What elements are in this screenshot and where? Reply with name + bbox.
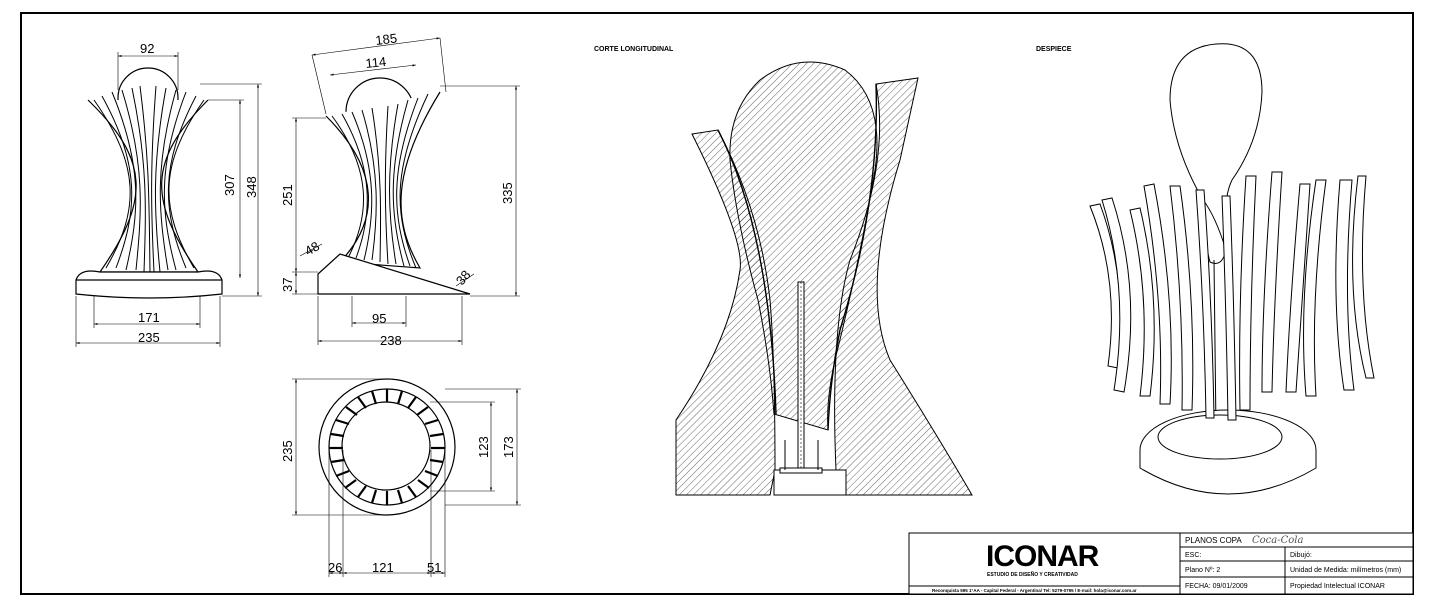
dim-side-base-total: 238 — [380, 333, 402, 348]
dim-front-base-inner: 171 — [138, 310, 160, 325]
plan-view — [318, 378, 456, 516]
dim-plan-mid-diameter: 173 — [501, 436, 516, 458]
dim-plan-inner-diameter: 123 — [476, 436, 491, 458]
title-block — [908, 532, 1414, 595]
dim-front-top: 92 — [140, 41, 154, 56]
exploded-view-title: DESPIECE — [1036, 46, 1072, 53]
front-dimension-lines — [75, 52, 262, 347]
dim-side-top-inner: 114 — [365, 54, 387, 71]
dim-side-base-inner: 95 — [372, 311, 386, 326]
exploded-view — [1089, 43, 1375, 495]
dim-front-base-total: 235 — [138, 330, 160, 345]
plan-title: PLANOS COPA — [1185, 536, 1242, 545]
dim-plan-diameter: 235 — [280, 440, 295, 462]
scale-label: ESC: — [1185, 552, 1201, 559]
front-view — [75, 67, 223, 299]
side-view — [317, 77, 471, 295]
plan-number: Plano Nº: 2 — [1185, 567, 1220, 574]
brand-signature: Coca-Cola — [1252, 535, 1303, 546]
section-view — [675, 61, 973, 496]
dim-side-angle-left: 48 — [302, 238, 322, 258]
drawn-label: Dibujó: — [1290, 552, 1312, 559]
plan-dimension-lines — [292, 378, 521, 577]
dim-side-total-height: 335 — [500, 182, 515, 204]
dim-side-top-outer: 185 — [375, 30, 398, 48]
dim-side-body-height: 251 — [280, 184, 295, 206]
drawing-frame — [20, 12, 1414, 595]
dim-plan-center: 121 — [372, 560, 394, 575]
dim-side-angle-right: 38 — [453, 267, 474, 288]
dim-front-height-inner: 307 — [222, 174, 237, 196]
dim-plan-left-gap: 26 — [328, 560, 342, 575]
dim-plan-right-gap: 51 — [427, 560, 441, 575]
side-dimension-lines — [292, 37, 520, 345]
units-label: Unidad de Medida: milímetros (mm) — [1290, 567, 1401, 574]
iconar-logo: ICONAR — [986, 540, 1100, 573]
dim-side-base-height: 37 — [280, 278, 295, 292]
studio-footer: Reconquista 595 1°AA - Capital Federal -… — [932, 588, 1137, 593]
dim-front-height-total: 348 — [244, 176, 259, 198]
section-view-title: CORTE LONGITUDINAL — [594, 46, 674, 53]
logo-subtitle: ESTUDIO DE DISEÑO Y CREATIVIDAD — [987, 571, 1078, 578]
date-label: FECHA: 09/01/2009 — [1185, 583, 1248, 590]
ip-label: Propiedad Intelectual ICONAR — [1290, 583, 1385, 590]
